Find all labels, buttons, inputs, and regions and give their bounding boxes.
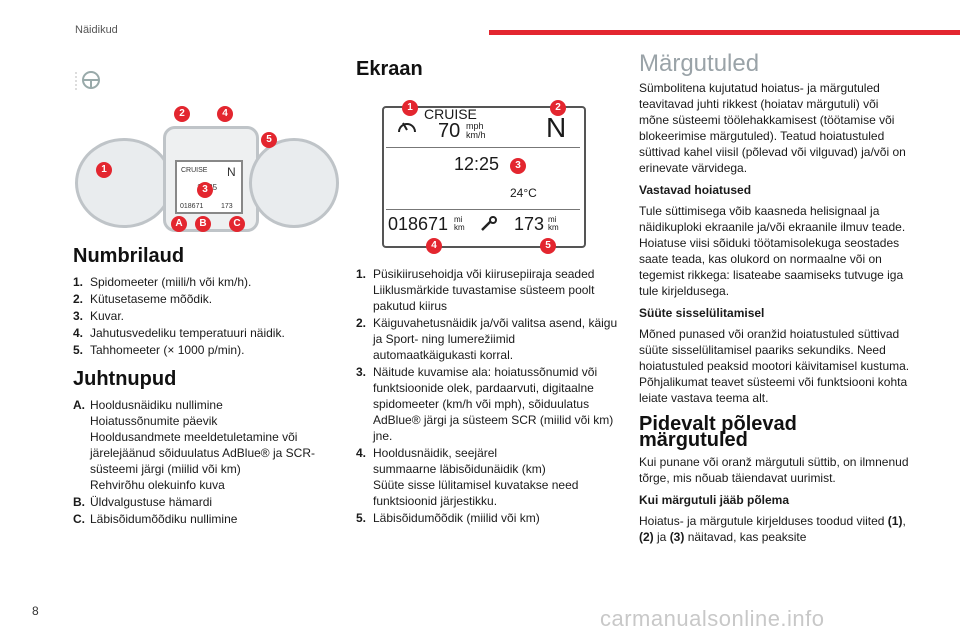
numbrilaud-title: Numbrilaud <box>73 245 185 267</box>
speedometer-gauge <box>75 138 173 228</box>
cruise-speed: 70 <box>438 120 461 142</box>
panel-callout-4: 4 <box>217 106 233 122</box>
list-item-number: 3. <box>73 309 84 323</box>
list-item-text: Kuvar. <box>90 309 125 323</box>
list-item-number: 2. <box>356 316 367 330</box>
list-item-text: Läbisõidumõõdiku nullimine <box>90 512 238 526</box>
list-item-number: 2. <box>73 292 84 306</box>
list-item-text: Käiguvahetusnäidik ja/või valitsa asend,… <box>373 316 618 362</box>
margutuled-intro: Sümbolitena kujutatud hoiatus- ja märgut… <box>639 81 906 175</box>
list-item: 3. Näitude kuvamise ala: hoiatussõnumid v… <box>356 364 618 444</box>
list-item-number: B. <box>73 495 85 509</box>
screen-callout-3: 3 <box>510 158 526 174</box>
ekraan-section: 1. Püsikiirusehoidja või kiirusepiiraja s… <box>356 266 618 527</box>
juhtnupud-list: A. Hooldusnäidiku nullimine Hoiatussõnumi… <box>73 397 333 527</box>
list-item-text: Jahutusvedeliku temperatuuri näidik. <box>90 326 285 340</box>
list-item-text: Näitude kuvamise ala: hoiatussõnumid või… <box>373 365 614 443</box>
list-item: 3. Kuvar. <box>73 308 333 324</box>
list-item-text: Püsikiirusehoidja või kiirusepiiraja sea… <box>373 267 595 313</box>
margutuled-title: Märgutuled <box>639 50 760 77</box>
cruise-control-icon <box>396 116 418 138</box>
screen-callout-2: 2 <box>550 100 566 116</box>
list-item: 4. Jahutusvedeliku temperatuuri näidik. <box>73 325 333 341</box>
kui-margutuli-text: Hoiatus- ja märgutule kirjelduses toodud… <box>639 514 906 544</box>
panel-callout-b: B <box>195 216 211 232</box>
header-accent-bar <box>489 30 960 35</box>
screen-callout-1: 1 <box>402 100 418 116</box>
list-item-number: 4. <box>73 326 84 340</box>
wrench-icon <box>480 216 498 232</box>
list-item-number: 5. <box>356 511 367 525</box>
svg-text:CRUISE: CRUISE <box>181 167 208 174</box>
instrument-panel-figure: CRUISE N 12:25 018671 173 1 2 3 4 5 A B … <box>73 104 339 234</box>
list-item-number: 1. <box>356 267 367 281</box>
juhtnupud-title: Juhtnupud <box>73 368 177 390</box>
numbrilaud-list: 1. Spidomeeter (miili/h või km/h). 2. Kütus… <box>73 274 333 358</box>
pidevalt-text: Kui punane või oranž märgutuli süttib, o… <box>639 455 909 485</box>
list-item: C. Läbisõidumõõdiku nullimine <box>73 511 333 527</box>
list-item-text: Tahhomeeter (× 1000 p/min). <box>90 343 245 357</box>
list-item-text: Hooldusnäidiku nullimine Hoiatussõnumite… <box>90 398 315 492</box>
list-item-text: Hooldusnäidik, seejärel summaarne läbisõ… <box>373 446 579 508</box>
list-item-number: A. <box>73 398 85 412</box>
list-item: 1. Spidomeeter (miili/h või km/h). <box>73 274 333 290</box>
juhtnupud-section: Juhtnupud A. Hooldusnäidiku nullimine Hoi… <box>73 368 333 528</box>
section-title: Näidikud <box>75 24 118 36</box>
list-item: 5. Läbisõidumõõdik (miilid või km) <box>356 510 618 526</box>
list-item: 2. Käiguvahetusnäidik ja/või valitsa asen… <box>356 315 618 363</box>
trip-readout: 173 <box>514 214 545 234</box>
panel-callout-2: 2 <box>174 106 190 122</box>
ekraan-title-wrap: Ekraan <box>356 58 423 81</box>
margutuled-section: Märgutuled Sümbolitena kujutatud hoiatus… <box>639 50 911 551</box>
cluster-display: CRUISE N 12:25 018671 173 <box>175 160 243 214</box>
list-item-text: Spidomeeter (miili/h või km/h). <box>90 275 252 289</box>
odometer-readout: 018671 <box>388 214 449 234</box>
clock-readout: 12:25 <box>454 154 500 174</box>
panel-callout-c: C <box>229 216 245 232</box>
ekraan-list: 1. Püsikiirusehoidja või kiirusepiiraja s… <box>356 266 618 526</box>
svg-text:018671: 018671 <box>180 203 203 210</box>
watermark: carmanualsonline.info <box>600 606 825 631</box>
screen-callout-4: 4 <box>426 238 442 254</box>
list-item: 1. Püsikiirusehoidja või kiirusepiiraja s… <box>356 266 618 314</box>
panel-callout-1: 1 <box>96 162 112 178</box>
panel-callout-a: A <box>171 216 187 232</box>
syyte-heading: Süüte sisselülitamisel <box>639 306 765 320</box>
panel-callout-3: 3 <box>197 182 213 198</box>
list-item-number: C. <box>73 512 85 526</box>
ekraan-title: Ekraan <box>356 58 423 80</box>
list-item: B. Üldvalgustuse hämardi <box>73 494 333 510</box>
svg-text:173: 173 <box>221 203 233 210</box>
cruise-label: CRUISE <box>424 106 477 122</box>
numbrilaud-section: Numbrilaud 1. Spidomeeter (miili/h või km… <box>73 245 333 359</box>
steering-wheel-icon <box>73 70 103 94</box>
list-item-number: 4. <box>356 446 367 460</box>
pidevalt-title: Pidevalt põlevad märgutuled <box>639 413 797 451</box>
list-item-text: Läbisõidumõõdik (miilid või km) <box>373 511 540 525</box>
list-item-number: 1. <box>73 275 84 289</box>
gear-indicator: N <box>546 112 567 143</box>
svg-text:N: N <box>227 165 236 179</box>
syyte-text: Mõned punased või oranžid hoiatustuled s… <box>639 327 910 405</box>
panel-callout-5: 5 <box>261 132 277 148</box>
list-item-number: 3. <box>356 365 367 379</box>
tachometer-gauge <box>249 138 339 228</box>
screen-callout-5: 5 <box>540 238 556 254</box>
list-item: 4. Hooldusnäidik, seejärel summaarne läbi… <box>356 445 618 509</box>
temperature-readout: 24°C <box>510 186 537 200</box>
list-item-number: 5. <box>73 343 84 357</box>
list-item: 2. Kütusetaseme mõõdik. <box>73 291 333 307</box>
list-item: A. Hooldusnäidiku nullimine Hoiatussõnumi… <box>73 397 333 493</box>
list-item-text: Üldvalgustuse hämardi <box>90 495 213 509</box>
vastavad-hoiatused-text: Tule süttimisega võib kaasneda helisigna… <box>639 204 906 298</box>
page-number: 8 <box>32 604 39 618</box>
list-item: 5. Tahhomeeter (× 1000 p/min). <box>73 342 333 358</box>
kui-margutuli-heading: Kui märgutuli jääb põlema <box>639 493 790 507</box>
vastavad-hoiatused-heading: Vastavad hoiatused <box>639 183 752 197</box>
list-item-text: Kütusetaseme mõõdik. <box>90 292 213 306</box>
